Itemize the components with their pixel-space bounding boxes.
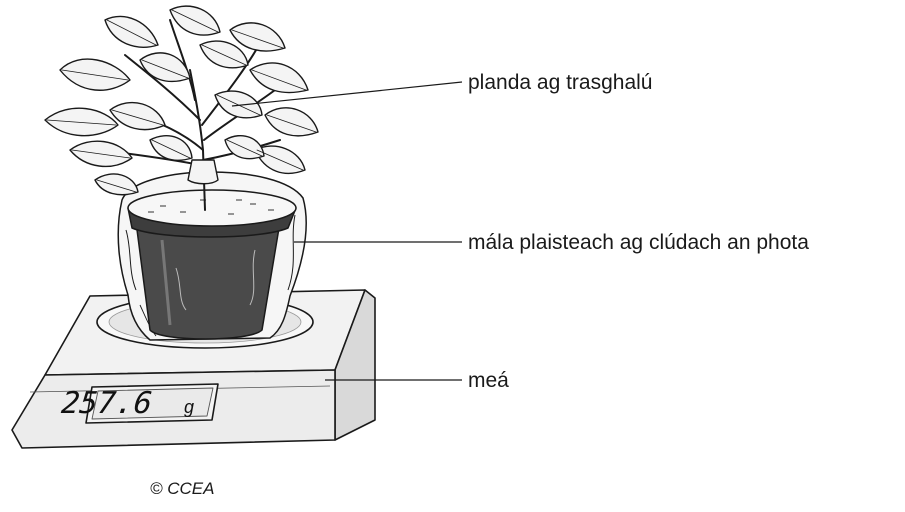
leaf (265, 108, 318, 136)
leaf (150, 136, 192, 161)
leaf (250, 63, 308, 93)
leaf (225, 136, 264, 159)
leaf (95, 174, 138, 195)
leaf (215, 91, 262, 118)
label-bag: mála plaisteach ag clúdach an phota (468, 231, 809, 254)
display-unit: g (184, 397, 194, 417)
leaf (105, 16, 158, 47)
display-reading: 257.6 (60, 386, 154, 421)
copyright-notice: © CCEA (150, 479, 214, 498)
label-plant: planda ag trasghalú (468, 71, 652, 94)
leaf (45, 108, 118, 135)
soil (128, 190, 296, 226)
leaf (230, 23, 285, 51)
leaf (200, 41, 248, 68)
label-balance: meá (468, 369, 509, 392)
